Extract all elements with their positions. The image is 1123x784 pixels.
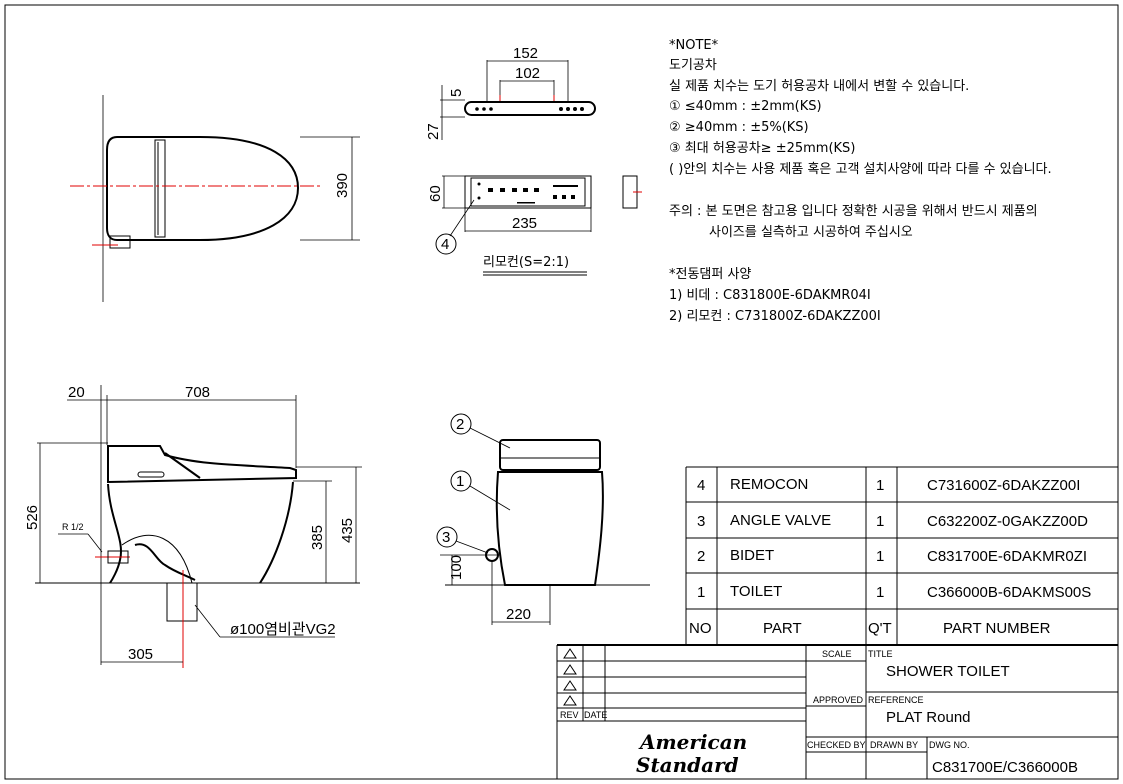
svg-text:1) 비데 : C831800E-6DAKMR04I: 1) 비데 : C831800E-6DAKMR04I (669, 288, 871, 303)
dim-385: 385 (309, 525, 326, 550)
dim-5: 5 (448, 89, 465, 97)
drain-pipe (166, 582, 198, 622)
svg-text:C632200Z-0GAKZZ00D: C632200Z-0GAKZZ00D (927, 513, 1088, 530)
drawing-number: C831700E/C366000B (932, 759, 1078, 776)
dim-100: 100 (448, 555, 465, 580)
dim-526: 526 (24, 505, 41, 530)
toilet-bowl-side (107, 483, 122, 584)
svg-text:1: 1 (876, 584, 884, 601)
toilet-front (495, 471, 604, 586)
svg-text:Standard: Standard (636, 753, 739, 777)
drawing-title: SHOWER TOILET (886, 663, 1010, 680)
table-header: NO PART Q'T PART NUMBER (689, 620, 1051, 637)
svg-text:C831700E-6DAKMR0ZI: C831700E-6DAKMR0ZI (927, 548, 1087, 565)
revision-triangles (563, 648, 577, 706)
svg-text:REFERENCE: REFERENCE (868, 695, 924, 705)
svg-text:주의 : 본 도면은 참고용 입니다 정확한 시공을 위해서: 주의 : 본 도면은 참고용 입니다 정확한 시공을 위해서 반드시 제품의 (669, 204, 1038, 219)
balloon-4 (435, 233, 457, 255)
svg-text:( )안의 치수는 사용 제품 혹은 고객 설치사양에 따라: ( )안의 치수는 사용 제품 혹은 고객 설치사양에 따라 다를 수 있습니다… (669, 162, 1052, 177)
svg-text:2: 2 (456, 416, 464, 433)
table-row: 1 TOILET 1 C366000B-6DAKMS00S (697, 583, 1091, 601)
toilet-top-outline (106, 136, 300, 241)
table-row: 4 REMOCON 1 C731600Z-6DAKZZ00I (697, 476, 1080, 494)
table-row: 3 ANGLE VALVE 1 C632200Z-0GAKZZ00D (697, 512, 1088, 530)
dim-220: 220 (506, 606, 531, 623)
svg-text:Q'T: Q'T (868, 620, 892, 637)
remote-caption: 리모컨(S=2:1) (483, 255, 569, 270)
side-view: 20 708 526 R 1/2 385 435 ø100염비관VG2 305 (24, 384, 362, 668)
svg-text:C366000B-6DAKMS00S: C366000B-6DAKMS00S (927, 584, 1091, 601)
svg-text:3: 3 (697, 513, 705, 530)
label-r12: R 1/2 (62, 522, 84, 532)
remote-front (464, 175, 592, 209)
angle-valve-top (109, 235, 131, 249)
svg-text:C731600Z-6DAKZZ00I: C731600Z-6DAKZZ00I (927, 477, 1080, 494)
svg-text:DWG NO.: DWG NO. (929, 740, 970, 750)
svg-text:1: 1 (876, 513, 884, 530)
dim-390: 390 (334, 173, 351, 198)
dim-435: 435 (339, 518, 356, 543)
remote-view: 152 102 5 27 60 235 (425, 45, 642, 276)
remote-top (464, 101, 596, 116)
svg-text:TITLE: TITLE (868, 649, 893, 659)
balloon-2 (450, 413, 472, 435)
parts-table: 4 REMOCON 1 C731600Z-6DAKZZ00I 3 ANGLE V… (557, 466, 1118, 646)
svg-text:*NOTE*: *NOTE* (669, 38, 719, 53)
svg-text:SCALE: SCALE (822, 649, 852, 659)
svg-text:TOILET: TOILET (730, 583, 782, 600)
table-row: 2 BIDET 1 C831700E-6DAKMR0ZI (697, 547, 1087, 565)
dim-305: 305 (128, 646, 153, 663)
svg-text:*전동댐퍼 사양: *전동댐퍼 사양 (669, 267, 751, 282)
dim-235: 235 (512, 215, 537, 232)
svg-text:PART NUMBER: PART NUMBER (943, 620, 1051, 637)
dim-27: 27 (425, 123, 442, 140)
svg-text:③ 최대 허용공차≥ ±25mm(KS): ③ 최대 허용공차≥ ±25mm(KS) (669, 141, 855, 156)
svg-text:1: 1 (697, 584, 705, 601)
label-pipe: ø100염비관VG2 (230, 621, 336, 638)
dim-60: 60 (427, 185, 444, 202)
top-view: 390 (70, 95, 360, 302)
svg-text:1: 1 (876, 548, 884, 565)
svg-text:4: 4 (441, 236, 449, 253)
svg-text:2) 리모컨 : C731800Z-6DAKZZ00I: 2) 리모컨 : C731800Z-6DAKZZ00I (669, 309, 881, 324)
dim-102: 102 (515, 65, 540, 82)
svg-text:American: American (638, 730, 747, 754)
svg-text:사이즈를 실측하고 시공하여 주십시오: 사이즈를 실측하고 시공하여 주십시오 (709, 225, 913, 240)
svg-text:APPROVED: APPROVED (813, 695, 864, 705)
bidet-seat-hinge (154, 139, 166, 238)
svg-text:② ≥40mm : ±5%(KS): ② ≥40mm : ±5%(KS) (669, 120, 809, 135)
svg-text:CHECKED BY: CHECKED BY (807, 740, 866, 750)
svg-text:NO: NO (689, 620, 712, 637)
svg-text:1: 1 (456, 473, 464, 490)
drawing-border (4, 4, 1119, 780)
dim-152: 152 (513, 45, 538, 62)
title-block: REV DATE SCALE APPROVED CHECKED BY DRAWN… (556, 645, 1118, 779)
svg-text:ANGLE VALVE: ANGLE VALVE (730, 512, 831, 529)
svg-text:2: 2 (697, 548, 705, 565)
svg-text:BIDET: BIDET (730, 547, 774, 564)
svg-text:1: 1 (876, 477, 884, 494)
svg-text:① ≤40mm : ±2mm(KS): ① ≤40mm : ±2mm(KS) (669, 99, 822, 114)
svg-text:DATE: DATE (584, 710, 607, 720)
svg-text:REV: REV (560, 710, 579, 720)
svg-text:REMOCON: REMOCON (730, 476, 808, 493)
front-view: 100 220 2 1 3 (436, 413, 650, 625)
svg-text:3: 3 (442, 529, 450, 546)
drawing-reference: PLAT Round (886, 709, 971, 726)
notes: *NOTE* 도기공차 실 제품 치수는 도기 허용공차 내에서 변할 수 있습… (669, 38, 1052, 324)
dim-20: 20 (68, 384, 85, 401)
balloon-1 (450, 470, 472, 492)
svg-text:PART: PART (763, 620, 802, 637)
svg-text:실 제품 치수는 도기 허용공차 내에서 변할 수 있습니다: 실 제품 치수는 도기 허용공차 내에서 변할 수 있습니다. (669, 79, 969, 94)
bidet-front (499, 439, 601, 471)
american-standard-logo: American Standard (636, 730, 747, 777)
bidet-seat-side (107, 445, 297, 484)
svg-text:DRAWN BY: DRAWN BY (870, 740, 918, 750)
dim-708: 708 (185, 384, 210, 401)
angle-valve-side (107, 550, 129, 564)
balloon-3 (436, 526, 458, 548)
svg-text:도기공차: 도기공차 (669, 58, 717, 73)
svg-text:4: 4 (697, 477, 705, 494)
